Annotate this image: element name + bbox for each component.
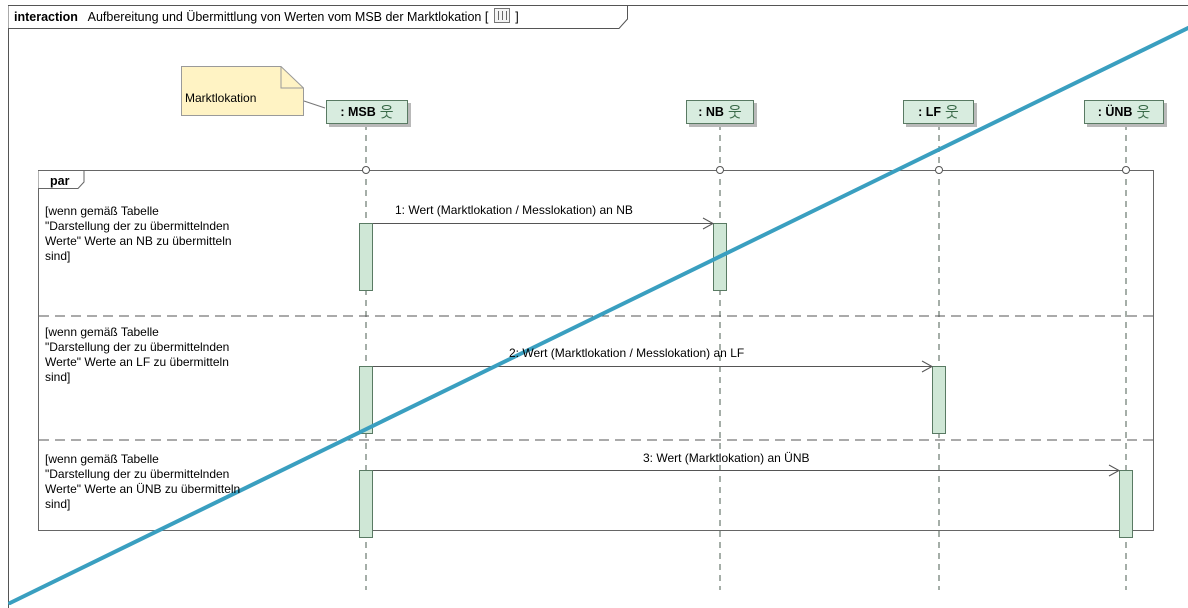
lifeline-head-lf[interactable]: : LF 웃 bbox=[903, 100, 974, 124]
par-fragment bbox=[38, 170, 1154, 531]
guard-operand-1: [wenn gemäß Tabelle "Darstellung der zu … bbox=[45, 204, 232, 263]
activation-unb-3 bbox=[1119, 470, 1133, 538]
actor-icon: 웃 bbox=[1136, 103, 1151, 121]
activation-msb-1 bbox=[359, 223, 373, 291]
frame-keyword: interaction bbox=[14, 10, 78, 24]
diagram-icon bbox=[493, 8, 510, 23]
frame-bracket-close: ] bbox=[515, 10, 519, 24]
note[interactable] bbox=[181, 66, 304, 116]
lifeline-label-unb: : ÜNB bbox=[1097, 105, 1133, 119]
lifeline-label-msb: : MSB bbox=[340, 105, 376, 119]
arrowhead-1 bbox=[702, 217, 715, 230]
marker-msb bbox=[362, 166, 370, 174]
actor-icon: 웃 bbox=[379, 103, 394, 121]
activation-msb-2 bbox=[359, 366, 373, 434]
message-arrows bbox=[373, 217, 1121, 477]
lifeline-markers bbox=[362, 166, 1130, 174]
guard-operand-3: [wenn gemäß Tabelle "Darstellung der zu … bbox=[45, 452, 241, 511]
lifeline-label-lf: : LF bbox=[918, 105, 942, 119]
arrowhead-2 bbox=[921, 360, 934, 373]
actor-icon: 웃 bbox=[945, 103, 959, 121]
activations bbox=[359, 223, 1133, 538]
actor-icon: 웃 bbox=[727, 103, 742, 121]
par-operator: par bbox=[50, 174, 70, 188]
frame-title: interaction Aufbereitung und Übermittlun… bbox=[14, 8, 519, 24]
note-anchor bbox=[303, 100, 326, 109]
lifeline-label-nb: : NB bbox=[698, 105, 724, 119]
frame-bracket-open: [ bbox=[484, 10, 489, 24]
message-label-2: 2: Wert (Marktlokation / Messlokation) a… bbox=[509, 346, 745, 360]
activation-lf-2 bbox=[932, 366, 946, 434]
guard-operand-2: [wenn gemäß Tabelle "Darstellung der zu … bbox=[45, 325, 230, 384]
marker-unb bbox=[1122, 166, 1130, 174]
strike-through-line bbox=[8, 26, 1188, 605]
lifeline-lines bbox=[365, 124, 1127, 590]
note-text: Marktlokation bbox=[185, 91, 257, 105]
message-label-3: 3: Wert (Marktlokation) an ÜNB bbox=[643, 451, 810, 465]
lifeline-head-msb[interactable]: : MSB 웃 bbox=[326, 100, 408, 124]
message-label-1: 1: Wert (Marktlokation / Messlokation) a… bbox=[395, 203, 633, 217]
marker-nb bbox=[716, 166, 724, 174]
lifeline-head-nb[interactable]: : NB 웃 bbox=[686, 100, 754, 124]
marker-lf bbox=[935, 166, 943, 174]
par-label-tab bbox=[38, 170, 85, 189]
frame-tab bbox=[8, 5, 628, 29]
lifeline-head-unb[interactable]: : ÜNB 웃 bbox=[1084, 100, 1164, 124]
activation-msb-3 bbox=[359, 470, 373, 538]
frame-name: Aufbereitung und Übermittlung von Werten… bbox=[87, 10, 482, 24]
arrowhead-3 bbox=[1108, 464, 1121, 477]
